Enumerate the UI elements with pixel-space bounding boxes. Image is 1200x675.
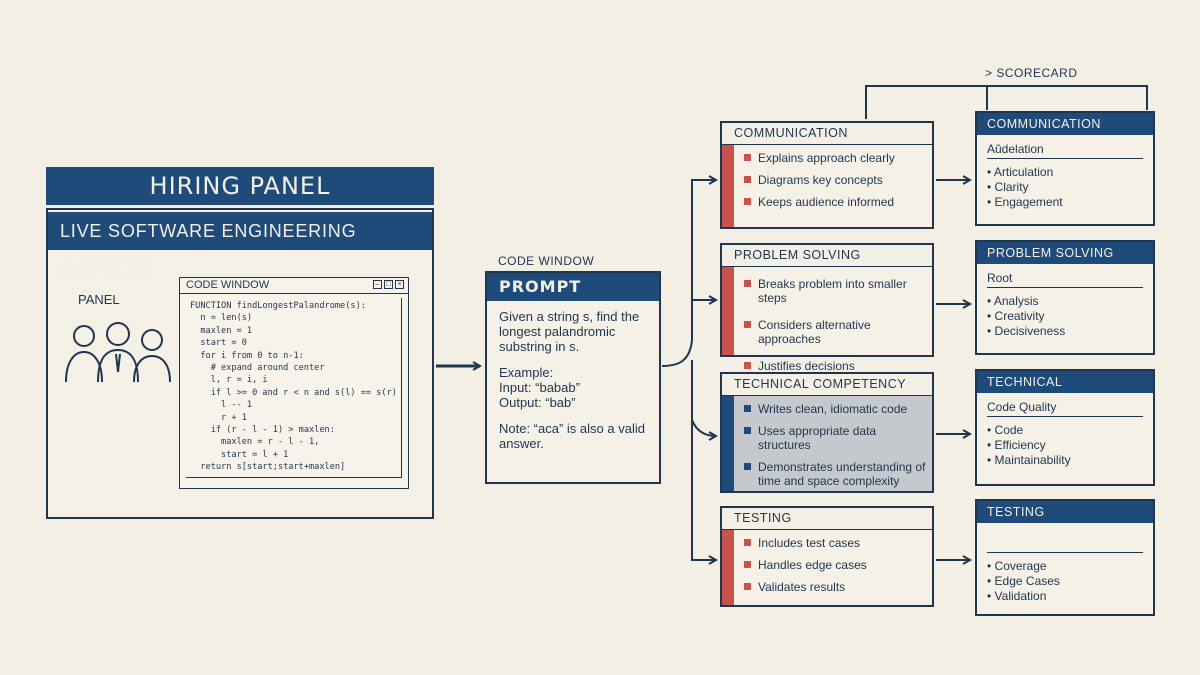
criteria-testing: TESTING Includes test cases Handles edge… <box>720 506 934 607</box>
scorecard-item: Efficiency <box>987 438 1143 453</box>
criteria-technical-competency: TECHNICAL COMPETENCY Writes clean, idiom… <box>720 372 934 493</box>
criteria-item: Explains approach clearly <box>744 151 926 165</box>
code-line: for i from 0 to n-1: <box>190 350 304 361</box>
accent-strip <box>722 267 734 355</box>
scorecard-item: Decisiveness <box>987 324 1143 339</box>
panel-people-icon <box>65 322 171 383</box>
code-line: FUNCTION findLongestPalandrome(s): <box>190 301 366 311</box>
criteria-title: TECHNICAL COMPETENCY <box>722 374 932 396</box>
scorecard-subtitle: Root <box>987 270 1143 288</box>
scorecard-item: Clarity <box>987 180 1143 195</box>
scorecard-subtitle <box>987 533 1143 553</box>
code-line: # expand around center <box>190 363 325 374</box>
criteria-item: Uses appropriate data structures <box>744 424 926 452</box>
scorecard-item: Creativity <box>987 309 1143 324</box>
scorecard-technical-competency: TECHNICAL COMPETENCY Code Quality Code E… <box>975 369 1155 486</box>
criteria-title: PROBLEM SOLVING <box>722 245 932 267</box>
criteria-item: Demonstrates understanding of time and s… <box>744 460 926 488</box>
scorecard-item: Engagement <box>987 195 1143 210</box>
accent-strip <box>722 396 734 491</box>
criteria-title: COMMUNICATION <box>722 123 932 145</box>
scorecard-title: PROBLEM SOLVING <box>977 242 1153 264</box>
prompt-example-label: Example: <box>499 365 554 380</box>
scorecard-item: Validation <box>987 589 1143 604</box>
minimize-icon[interactable]: – <box>373 280 382 289</box>
code-line: if (r - l - 1) > maxlen: <box>190 425 335 436</box>
code-line: return s[start;start+maxlen] <box>190 462 346 473</box>
scorecard-item: Articulation <box>987 165 1143 180</box>
criteria-item: Keeps audience informed <box>744 195 926 209</box>
criteria-item: Justifies decisions <box>744 359 926 373</box>
scorecard-item: Maintainability <box>987 453 1143 468</box>
code-line: l -- 1 <box>190 400 253 411</box>
criteria-item: Validates results <box>744 580 926 594</box>
prompt-header: PROMPT <box>487 273 659 301</box>
prompt-note: Note: “aca” is also a valid answer. <box>499 421 645 451</box>
prompt-input: Input: “babab” <box>499 380 580 395</box>
code-line: l, r = i, i <box>190 375 268 386</box>
scorecard-item: Coverage <box>987 559 1143 574</box>
prompt-caption: CODE WINDOW <box>498 254 595 268</box>
close-icon[interactable]: × <box>395 280 404 289</box>
criteria-communication: COMMUNICATION Explains approach clearly … <box>720 121 934 229</box>
criteria-title: TESTING <box>722 508 932 530</box>
code-line: if l >= 0 and r < n and s(l) == s(r) <box>190 387 397 398</box>
code-line: maxlen = r - l - 1, <box>190 437 320 448</box>
scorecard-item: Analysis <box>987 294 1143 309</box>
code-line: start = 0 <box>190 338 247 349</box>
criteria-item: Breaks problem into smaller steps <box>744 277 926 305</box>
code-window-title: CODE WINDOW <box>186 279 270 291</box>
scorecard-communication: COMMUNICATION Aŭdelation Articulation Cl… <box>975 111 1155 226</box>
scorecard-subtitle: Aŭdelation <box>987 141 1143 159</box>
code-window-titlebar: CODE WINDOW – □ × <box>180 278 408 294</box>
criteria-item: Writes clean, idiomatic code <box>744 402 926 416</box>
maximize-icon[interactable]: □ <box>384 280 393 289</box>
code-body: FUNCTION findLongestPalandrome(s): n = l… <box>186 298 402 478</box>
prompt-box: PROMPT Given a string s, find the longes… <box>485 271 661 484</box>
panel-label: PANEL <box>78 292 120 307</box>
code-line: n = len(s) <box>190 313 253 324</box>
scorecard-testing: TESTING Coverage Edge Cases Validation <box>975 499 1155 616</box>
exercise-subtitle: LIVE SOFTWARE ENGINEERING EXERCISE <box>48 212 432 279</box>
scorecard-label: > SCORECARD <box>985 66 1078 80</box>
code-line: maxlen = 1 <box>190 325 253 336</box>
scorecard-item: Edge Cases <box>987 574 1143 589</box>
scorecard-title: TESTING <box>977 501 1153 523</box>
criteria-item: Includes test cases <box>744 536 926 550</box>
accent-strip <box>722 145 734 227</box>
code-window: CODE WINDOW – □ × FUNCTION findLongestPa… <box>179 277 409 489</box>
scorecard-title: COMMUNICATION <box>977 113 1153 135</box>
accent-strip <box>722 530 734 605</box>
prompt-description: Given a string s, find the longest palan… <box>499 309 640 354</box>
criteria-item: Considers alternative approaches <box>744 318 926 346</box>
code-line: r + 1 <box>190 412 247 423</box>
scorecard-problem-solving: PROBLEM SOLVING Root Analysis Creativity… <box>975 240 1155 355</box>
criteria-item: Diagrams key concepts <box>744 173 926 187</box>
prompt-output: Output: “bab” <box>499 395 576 410</box>
hiring-panel-title: HIRING PANEL <box>46 167 434 205</box>
code-line: start = l + 1 <box>190 449 289 460</box>
scorecard-item: Code <box>987 423 1143 438</box>
criteria-problem-solving: PROBLEM SOLVING Breaks problem into smal… <box>720 243 934 373</box>
scorecard-subtitle: Code Quality <box>987 399 1143 417</box>
prompt-text: Given a string s, find the longest palan… <box>487 301 659 451</box>
scorecard-title: TECHNICAL COMPETENCY <box>977 371 1153 411</box>
criteria-item: Handles edge cases <box>744 558 926 572</box>
